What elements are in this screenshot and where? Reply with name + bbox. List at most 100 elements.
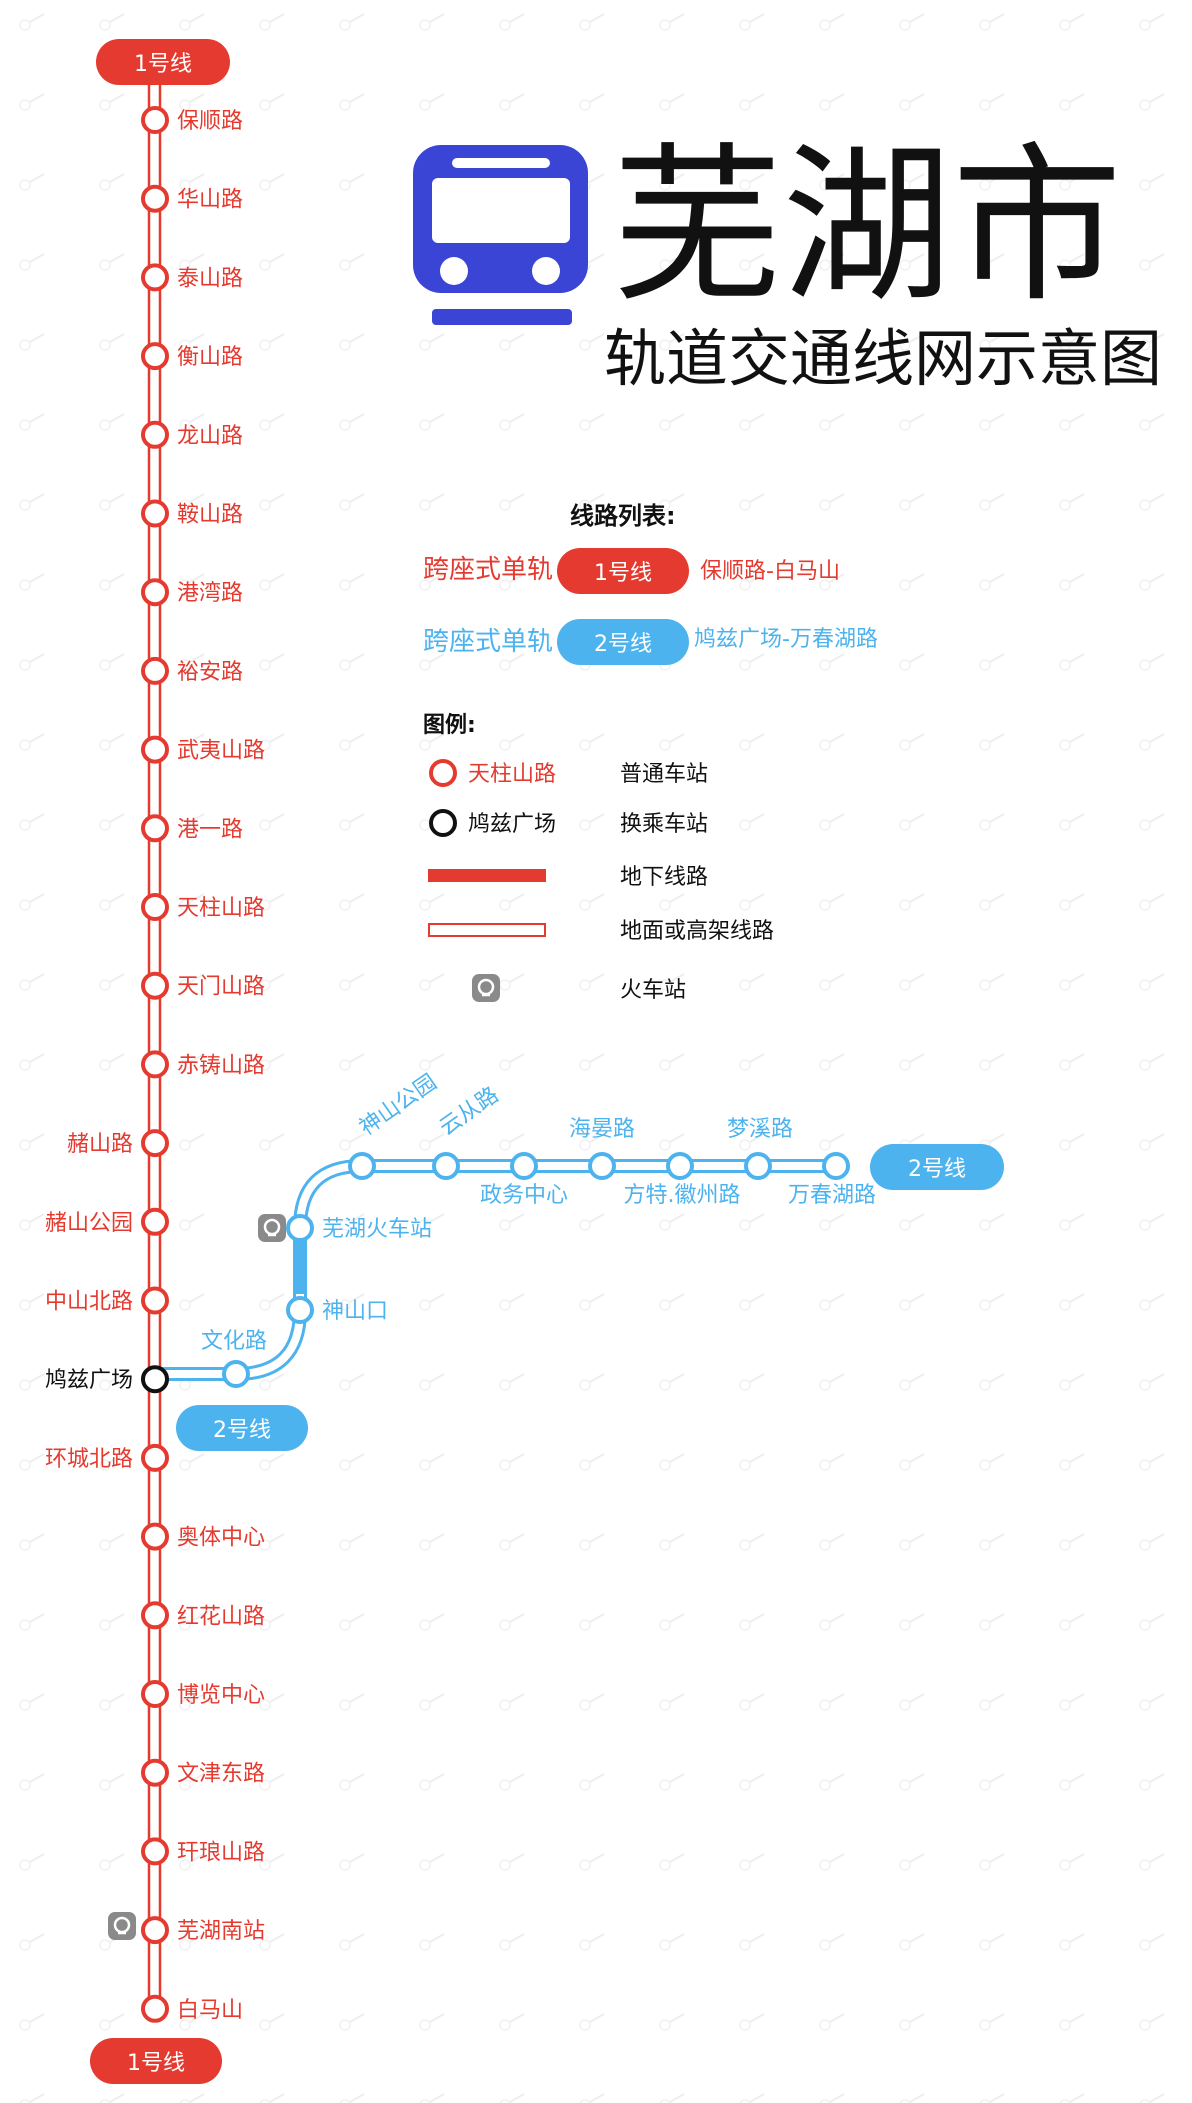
line1-station-19-label: 红花山路 <box>177 1604 265 1629</box>
line2-station-4-marker[interactable] <box>432 1152 460 1180</box>
line1-badge-bottom-label: 1号线 <box>127 2051 185 2076</box>
line1-station-23-label: 芜湖南站 <box>177 1919 265 1944</box>
line2-station-3-marker[interactable] <box>348 1152 376 1180</box>
line2-station-7-marker[interactable] <box>666 1152 694 1180</box>
line2-badge-end[interactable] <box>870 1144 1004 1190</box>
line2-station-7-label: 方特.徽州路 <box>624 1183 741 1208</box>
line1-station-24-label: 白马山 <box>177 1998 243 2023</box>
line2-station-5-marker[interactable] <box>510 1152 538 1180</box>
line1-station-20-marker[interactable] <box>141 1680 169 1708</box>
line1-station-9-marker[interactable] <box>141 814 169 843</box>
line-list-heading: 线路列表: <box>570 502 676 530</box>
line1-station-6-marker[interactable] <box>141 578 169 607</box>
line1-station-17-label: 环城北路 <box>45 1447 133 1472</box>
line2-track <box>156 1159 840 1381</box>
line1-station-12-label: 赤铸山路 <box>177 1053 265 1078</box>
line2-station-8-marker[interactable] <box>744 1152 772 1180</box>
logo <box>413 145 588 325</box>
line1-station-18-label: 奥体中心 <box>177 1526 265 1551</box>
railway-station-icon <box>258 1214 286 1242</box>
line1-station-21-label: 文津东路 <box>177 1762 265 1787</box>
line2-station-9-marker[interactable] <box>822 1152 850 1180</box>
line1-station-22-label: 玕琅山路 <box>177 1840 265 1865</box>
line1-station-10-marker[interactable] <box>141 893 169 921</box>
line1-station-22-marker[interactable] <box>141 1837 169 1866</box>
line1-station-14-label: 赭山公园 <box>45 1211 133 1236</box>
legend-transfer-station-example: 鸠兹广场 <box>468 812 556 837</box>
line2-station-2-label: 芜湖火车站 <box>322 1217 432 1242</box>
line2-badge-start-label: 2号线 <box>213 1418 271 1443</box>
line1-badge-top-label: 1号线 <box>134 52 192 77</box>
line2-station-0-label: 文化路 <box>201 1329 267 1354</box>
legend-transfer-station-desc: 换乘车站 <box>620 812 708 837</box>
line2-station-2-marker[interactable] <box>286 1214 314 1242</box>
line1-station-21-marker[interactable] <box>141 1758 169 1787</box>
line1-station-7-marker[interactable] <box>141 656 169 685</box>
line2-station-1-marker[interactable] <box>286 1296 314 1324</box>
line2-station-1-label: 神山口 <box>322 1299 388 1324</box>
line1-station-1-marker[interactable] <box>141 184 169 213</box>
line1-station-5-marker[interactable] <box>141 499 169 528</box>
legend-underground-swatch <box>428 869 546 882</box>
line1-badge-top[interactable] <box>96 39 230 85</box>
railway-station-icon <box>472 974 500 1002</box>
line1-station-4-label: 龙山路 <box>177 424 243 449</box>
line1-station-8-marker[interactable] <box>141 735 169 764</box>
line2-station-8-label: 梦溪路 <box>727 1117 793 1142</box>
line1-station-20-label: 博览中心 <box>177 1683 265 1708</box>
line1-badge-bottom[interactable] <box>90 2038 222 2084</box>
line2-route: 鸠兹广场-万春湖路 <box>694 627 878 652</box>
line1-station-3-label: 衡山路 <box>177 345 243 370</box>
line1-station-19-marker[interactable] <box>141 1601 169 1630</box>
line1-station-18-marker[interactable] <box>141 1522 169 1551</box>
line1-station-2-marker[interactable] <box>141 263 169 292</box>
line1-track <box>147 80 162 2000</box>
railway-station-icon <box>108 1912 136 1940</box>
line1-station-5-label: 鞍山路 <box>177 503 243 528</box>
line1-station-0-label: 保顺路 <box>177 109 243 134</box>
line1-station-16-marker[interactable] <box>141 1365 169 1394</box>
line2-list-badge-label: 2号线 <box>594 632 652 657</box>
line2-badge-start[interactable] <box>176 1405 308 1451</box>
line1-station-23-marker[interactable] <box>141 1916 169 1945</box>
legend-normal-station-example: 天柱山路 <box>468 762 556 787</box>
line1-route: 保顺路-白马山 <box>700 559 840 584</box>
line1-station-17-marker[interactable] <box>141 1443 169 1472</box>
line2-badge-end-label: 2号线 <box>908 1157 966 1182</box>
legend-normal-station-marker <box>429 759 457 787</box>
line1-station-4-marker[interactable] <box>141 420 169 449</box>
line2-list-badge[interactable] <box>557 619 689 665</box>
line2-underground-segment <box>294 1232 306 1294</box>
line1-station-13-marker[interactable] <box>141 1129 169 1158</box>
legend-elevated-desc: 地面或高架线路 <box>620 919 774 944</box>
legend-heading: 图例: <box>423 713 476 738</box>
legend-transfer-station-marker <box>429 809 457 837</box>
line2-station-0-marker[interactable] <box>222 1360 250 1388</box>
line1-station-11-marker[interactable] <box>141 971 169 1000</box>
line1-station-6-label: 港湾路 <box>177 581 243 606</box>
train-icon <box>413 145 588 325</box>
line2-type: 跨座式单轨 <box>423 627 553 657</box>
line1-station-7-label: 裕安路 <box>177 660 243 685</box>
line1-list-badge[interactable] <box>557 548 689 594</box>
line1-station-12-marker[interactable] <box>141 1050 169 1079</box>
line1-station-15-marker[interactable] <box>141 1286 169 1315</box>
legend-normal-station-desc: 普通车站 <box>620 762 708 787</box>
line1-station-11-label: 天门山路 <box>177 975 265 1000</box>
line1-station-14-marker[interactable] <box>141 1207 169 1236</box>
line1-station-16-label: 鸠兹广场 <box>45 1368 133 1393</box>
line1-station-8-label: 武夷山路 <box>177 739 265 764</box>
line1-station-9-label: 港一路 <box>177 817 243 842</box>
line1-station-15-label: 中山北路 <box>45 1290 133 1315</box>
line1-type: 跨座式单轨 <box>423 555 553 585</box>
line1-list-badge-label: 1号线 <box>594 561 652 586</box>
line1-station-0-marker[interactable] <box>141 106 169 134</box>
line1-station-24-marker[interactable] <box>141 1994 169 2023</box>
legend-railway-desc: 火车站 <box>620 978 686 1003</box>
line1-station-1-label: 华山路 <box>177 188 243 213</box>
line1-station-3-marker[interactable] <box>141 342 169 371</box>
line2-station-6-marker[interactable] <box>588 1152 616 1180</box>
line2-station-6-label: 海晏路 <box>569 1117 635 1142</box>
